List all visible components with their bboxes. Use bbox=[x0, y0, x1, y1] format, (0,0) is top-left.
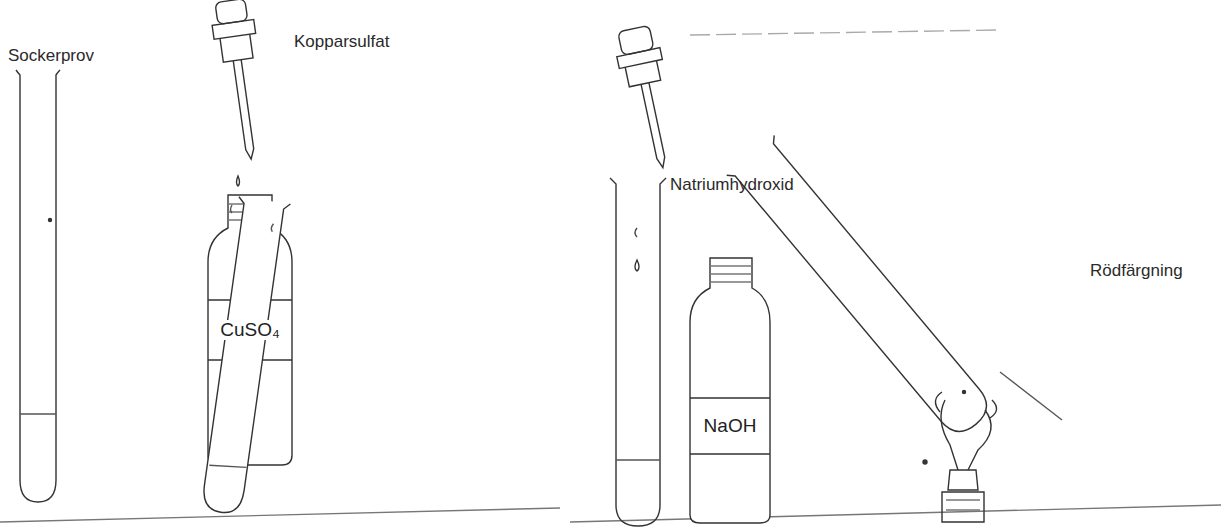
test-tube bbox=[610, 178, 666, 526]
table-line bbox=[690, 30, 1000, 35]
bottle bbox=[690, 258, 770, 523]
table-line bbox=[570, 505, 1221, 522]
tube-holder bbox=[935, 392, 996, 522]
dropper bbox=[612, 24, 685, 172]
reagent-label: Natriumhydroxid bbox=[670, 176, 794, 195]
liquid-surface bbox=[1000, 372, 1062, 420]
bottle-label: NaOH bbox=[702, 416, 759, 437]
test-tube bbox=[16, 70, 60, 502]
result-label: Rödfärgning bbox=[1090, 262, 1183, 281]
table-line bbox=[0, 508, 560, 522]
dot bbox=[923, 460, 927, 464]
bubble bbox=[963, 391, 966, 394]
sample-label: Sockerprov bbox=[8, 47, 94, 66]
dropper bbox=[209, 0, 273, 162]
reagent-label: Kopparsulfat bbox=[294, 33, 389, 52]
bottle-label: CuSO₄ bbox=[218, 320, 282, 341]
drop bbox=[237, 176, 240, 186]
test-tube bbox=[195, 197, 290, 516]
